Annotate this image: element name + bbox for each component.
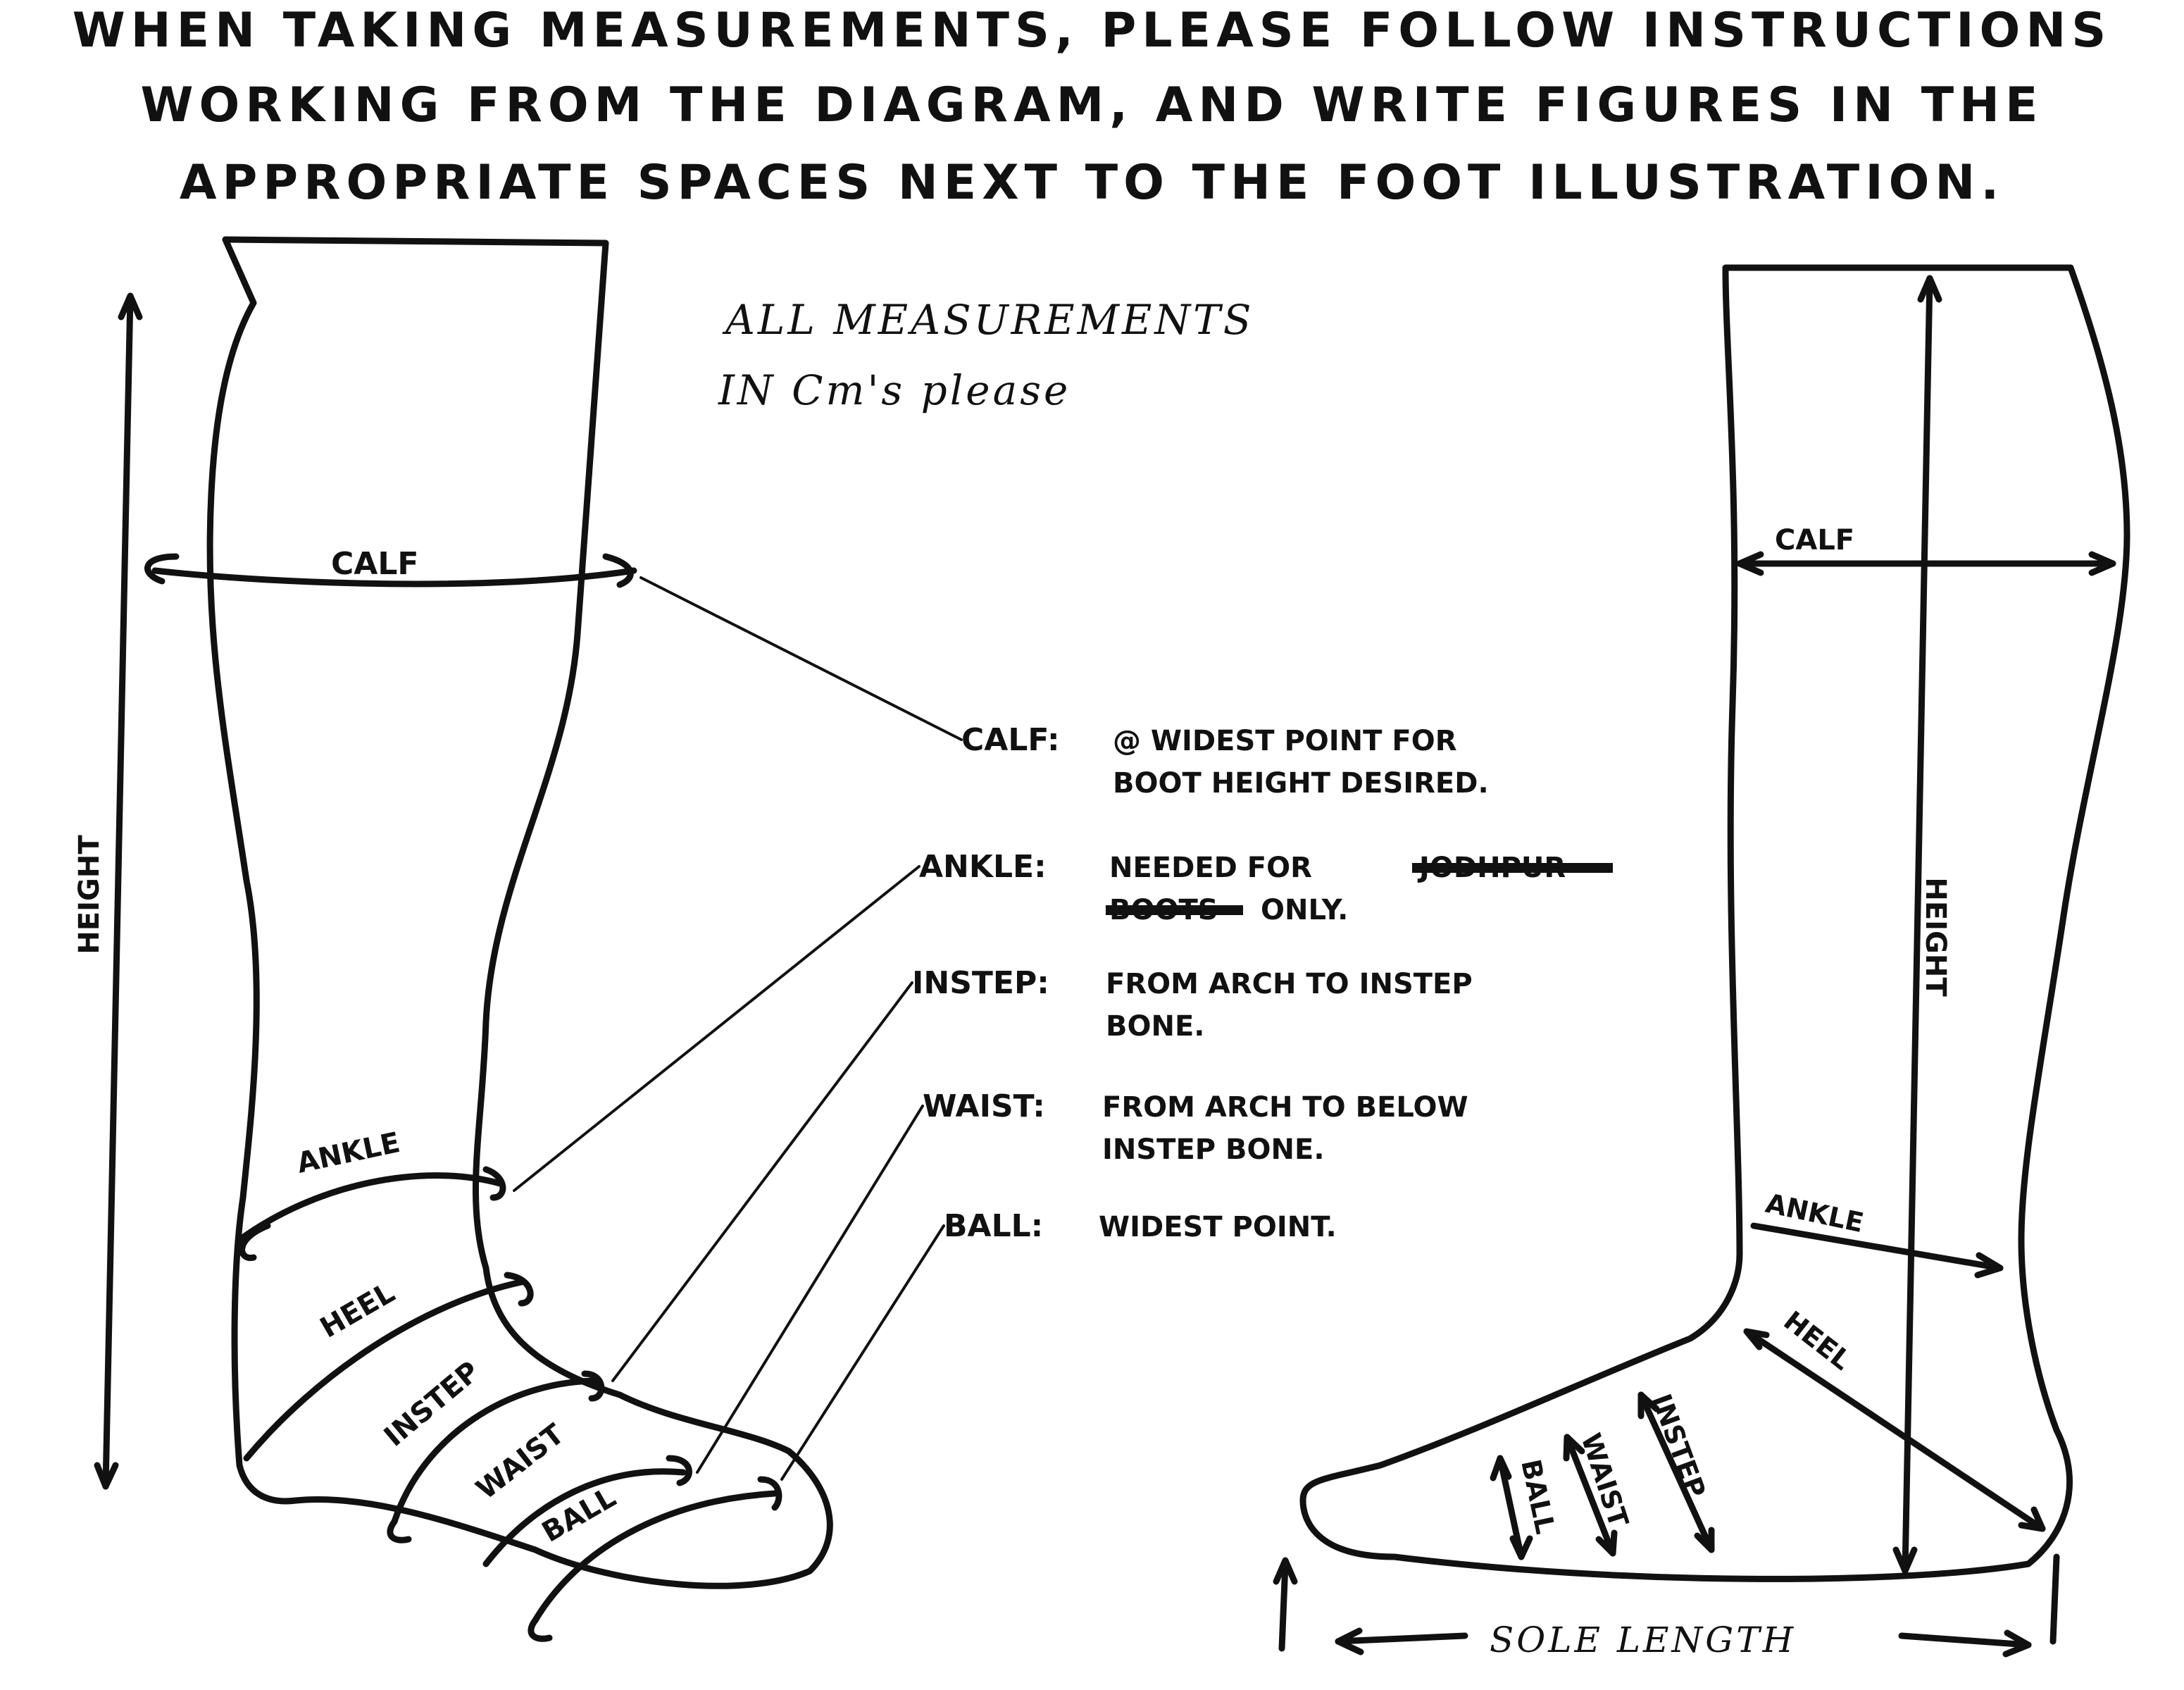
right-height-label: HEIGHT <box>1919 877 1952 997</box>
left-calf-label: CALF <box>331 546 418 582</box>
instr-waist-term: WAIST: <box>923 1088 1045 1124</box>
heading-line-3: APPROPRIATE SPACES NEXT TO THE FOOT ILLU… <box>179 155 2005 211</box>
right-leg-outline <box>1299 264 2130 1582</box>
instr-ankle-line2: ONLY. <box>1261 894 1348 926</box>
heading-line-2: WORKING FROM THE DIAGRAM, AND WRITE FIGU… <box>140 77 2044 133</box>
instr-ball-term: BALL: <box>944 1208 1043 1244</box>
sole-length-label: SOLE LENGTH <box>1490 1620 1796 1660</box>
right-height-arrow <box>1892 275 1942 1574</box>
right-heel-label: HEEL <box>1778 1305 1857 1376</box>
left-instep-label: INSTEP <box>378 1355 486 1453</box>
handwritten-note-line-1: ALL MEASUREMENTS <box>725 296 1254 344</box>
instructions-block: CALF: @ WIDEST POINT FOR BOOT HEIGHT DES… <box>912 722 1613 1244</box>
leader-lines <box>513 576 963 1481</box>
instr-calf-line1: @ WIDEST POINT FOR <box>1113 725 1457 757</box>
left-waist-label: WAIST <box>470 1417 571 1506</box>
left-height-arrow <box>94 292 143 1490</box>
right-calf-label: CALF <box>1775 524 1854 557</box>
right-ball-label: BALL <box>1515 1457 1561 1537</box>
left-leg-outline <box>144 236 833 1642</box>
instr-instep-line1: FROM ARCH TO INSTEP <box>1106 968 1473 1000</box>
instr-ankle-line1: NEEDED FOR <box>1109 852 1312 884</box>
sole-length-arrow <box>1273 1553 2060 1658</box>
instr-instep-term: INSTEP: <box>912 965 1049 1001</box>
right-instep-label: INSTEP <box>1646 1390 1712 1502</box>
instr-waist-line1: FROM ARCH TO BELOW <box>1102 1091 1468 1124</box>
instr-calf-line2: BOOT HEIGHT DESIRED. <box>1113 767 1489 800</box>
instr-instep-line2: BONE. <box>1106 1010 1205 1043</box>
handwritten-note-line-2: IN Cm's please <box>718 366 1071 414</box>
instr-calf-term: CALF: <box>961 722 1060 758</box>
left-ankle-label: ANKLE <box>294 1126 404 1180</box>
instr-ball-line1: WIDEST POINT. <box>1099 1211 1337 1243</box>
heading-line-1: WHEN TAKING MEASUREMENTS, PLEASE FOLLOW … <box>72 3 2112 58</box>
left-height-label: HEIGHT <box>73 835 106 955</box>
instr-ankle-term: ANKLE: <box>919 849 1047 885</box>
instr-waist-line2: INSTEP BONE. <box>1102 1133 1325 1166</box>
